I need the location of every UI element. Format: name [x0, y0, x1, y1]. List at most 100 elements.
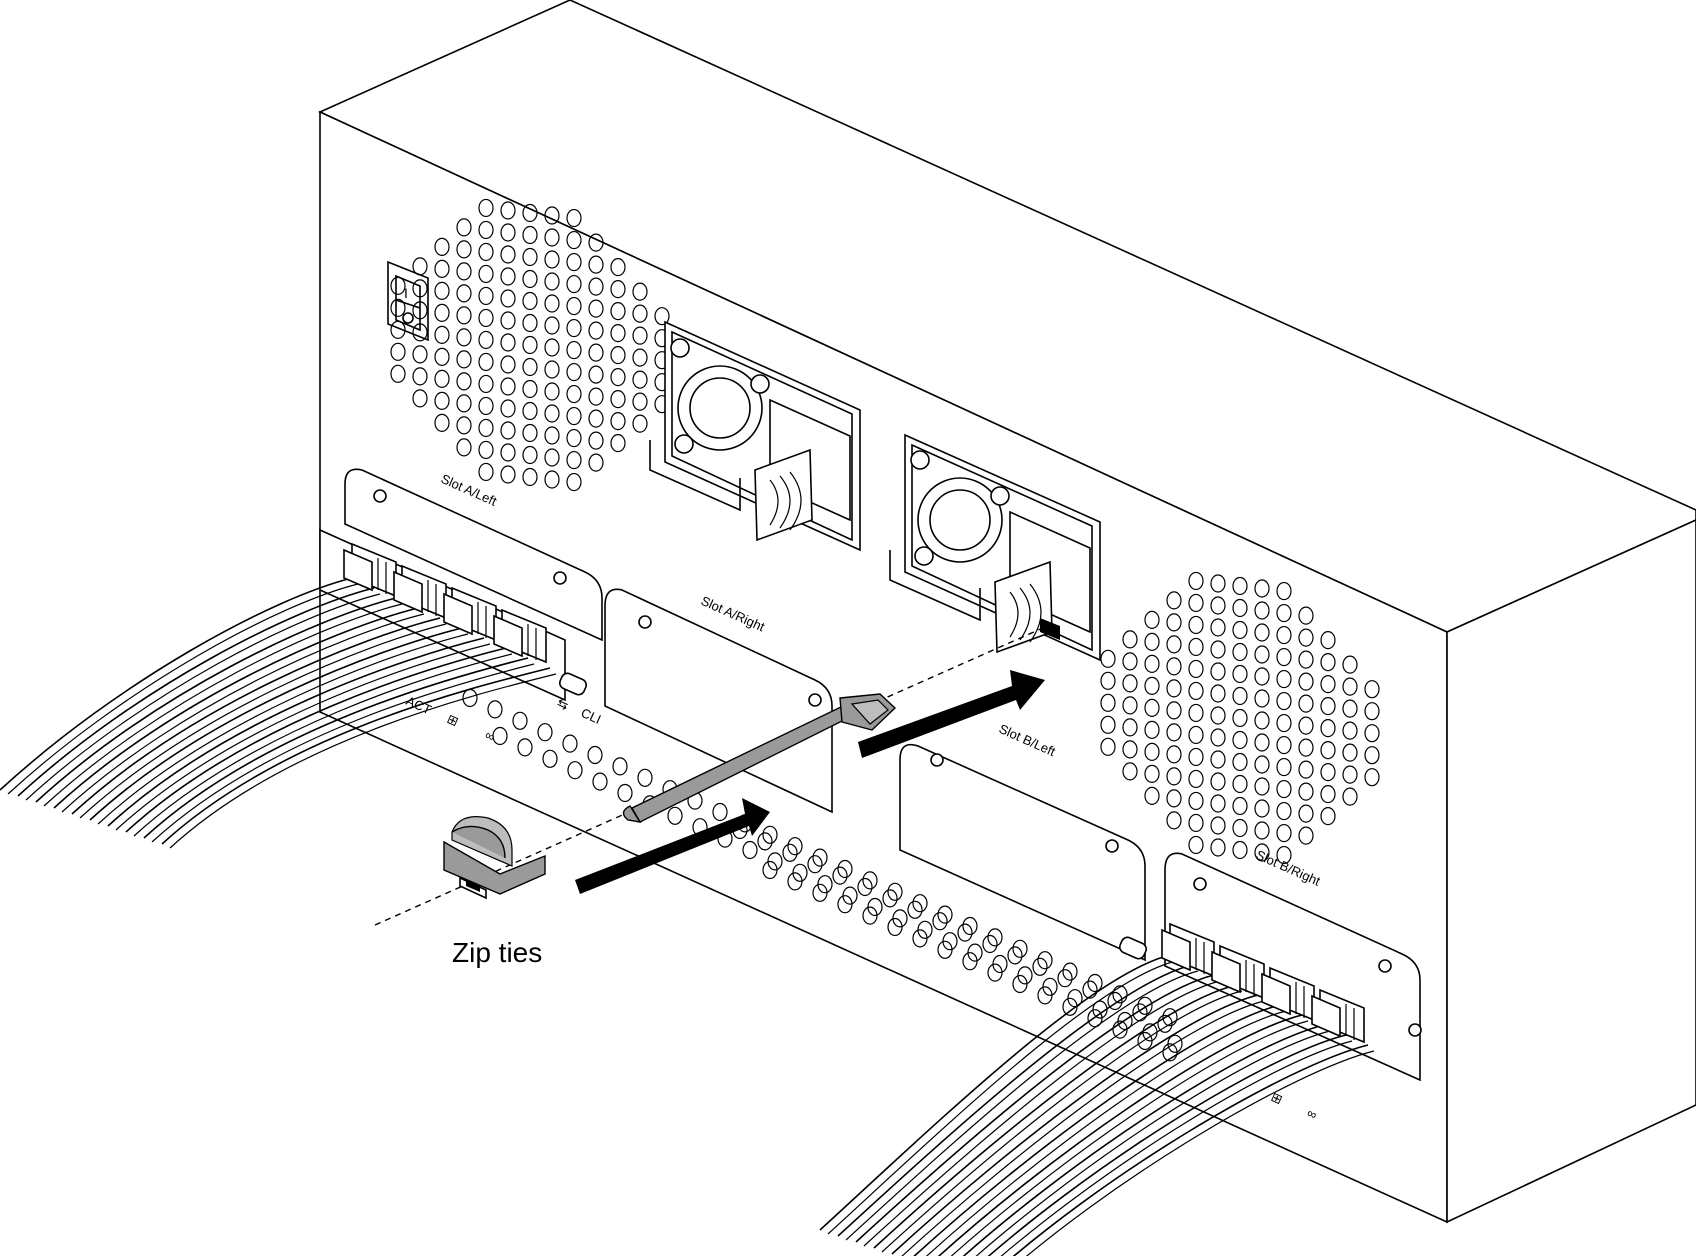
vent-hole — [1188, 659, 1204, 679]
vent-hole — [1210, 662, 1226, 681]
zip-tie-anchor[interactable] — [443, 816, 546, 900]
vent-hole — [1144, 676, 1160, 695]
cable — [1012, 1044, 1369, 1256]
vent-hole — [1364, 724, 1380, 743]
cable-connector[interactable] — [1261, 966, 1315, 1022]
vent-hole — [500, 223, 516, 242]
vent-hole — [1276, 779, 1292, 799]
vent-hole — [1254, 733, 1270, 752]
vent-hole — [1037, 951, 1053, 970]
vent-hole — [932, 912, 948, 931]
vent-hole — [1232, 818, 1248, 838]
vent-hole — [544, 470, 560, 489]
cables-right — [819, 922, 1375, 1256]
vent-hole — [544, 272, 560, 291]
vent-hole — [987, 963, 1003, 982]
zip-ties-label: Zip ties — [452, 937, 542, 968]
screw-icon — [1408, 1023, 1422, 1037]
vent-hole — [1232, 686, 1248, 706]
vent-hole — [434, 347, 450, 366]
vent-hole — [987, 928, 1003, 947]
vent-hole — [1254, 777, 1270, 796]
vent-hole — [434, 281, 450, 300]
vent-hole — [1320, 631, 1336, 650]
vent-hole — [537, 723, 553, 742]
vent-hole — [762, 860, 778, 880]
cable — [837, 964, 1193, 1237]
vent-hole — [1254, 689, 1270, 708]
vent-hole — [1166, 701, 1182, 720]
vent-hole — [1166, 679, 1182, 698]
vent-hole — [566, 340, 582, 360]
vent-hole — [1112, 1020, 1128, 1039]
vent-hole — [522, 335, 538, 355]
cable-connector[interactable] — [393, 564, 447, 620]
vent-hole — [456, 416, 472, 435]
vent-hole — [456, 262, 472, 281]
power-switch[interactable]: I — [387, 260, 429, 342]
vent-hole — [912, 929, 928, 948]
vent-hole — [478, 462, 494, 482]
vent-hole — [1137, 1031, 1153, 1051]
vent-hole — [1144, 654, 1160, 673]
usb-port[interactable] — [1118, 935, 1148, 960]
vent-hole — [1107, 991, 1123, 1011]
vent-hole — [1254, 799, 1270, 818]
vent-hole — [742, 840, 758, 860]
vent-hole — [1210, 574, 1226, 593]
vent-hole — [588, 299, 604, 318]
vent-hole — [478, 330, 494, 350]
cable — [35, 597, 397, 803]
cable — [97, 633, 469, 825]
vent-hole — [1232, 752, 1248, 772]
vent-hole — [1320, 719, 1336, 738]
vent-hole — [500, 267, 516, 286]
vent-hole — [390, 364, 406, 383]
vent-hole — [1254, 579, 1270, 598]
vent-hole — [982, 934, 998, 954]
vent-hole — [1254, 843, 1270, 862]
cable — [61, 613, 425, 813]
vent-hole — [1144, 698, 1160, 717]
vent-hole — [807, 855, 823, 874]
vent-hole — [456, 372, 472, 391]
cable-connector[interactable] — [443, 586, 497, 642]
cable — [901, 1000, 1265, 1256]
vent-hole — [887, 917, 903, 937]
cable-connector[interactable] — [493, 608, 547, 664]
vent-hole — [1122, 762, 1138, 781]
vent-hole — [500, 399, 516, 418]
screw-icon — [930, 753, 944, 767]
usb-port[interactable] — [558, 671, 588, 696]
cable-connector[interactable] — [1311, 988, 1365, 1044]
vent-hole — [1012, 939, 1028, 958]
vent-hole — [1210, 684, 1226, 703]
vent-hole — [517, 738, 533, 757]
vent-hole — [1188, 835, 1204, 855]
vent-hole — [1188, 791, 1204, 811]
vent-hole — [1210, 596, 1226, 615]
vent-hole — [610, 346, 626, 365]
vent-hole — [1144, 632, 1160, 651]
vent-hole — [1188, 813, 1204, 833]
cable — [987, 1034, 1347, 1256]
zip-tie-strap[interactable] — [622, 693, 897, 823]
vent-hole — [1364, 680, 1380, 699]
cable — [1000, 1040, 1353, 1256]
cable-connector[interactable] — [1161, 922, 1215, 978]
vent-hole — [412, 301, 428, 320]
vent-hole — [522, 379, 538, 399]
vent-hole — [610, 324, 626, 343]
vent-hole — [1276, 845, 1292, 865]
vent-hole — [1122, 740, 1138, 759]
cable — [962, 1024, 1325, 1256]
vent-hole — [544, 404, 560, 423]
vent-hole — [1298, 782, 1314, 801]
vent-hole — [412, 257, 428, 276]
vent-hole — [1144, 764, 1160, 783]
vent-hole — [456, 284, 472, 303]
vent-hole — [1210, 794, 1226, 813]
connector-bundle — [343, 542, 547, 664]
vent-hole — [434, 303, 450, 322]
